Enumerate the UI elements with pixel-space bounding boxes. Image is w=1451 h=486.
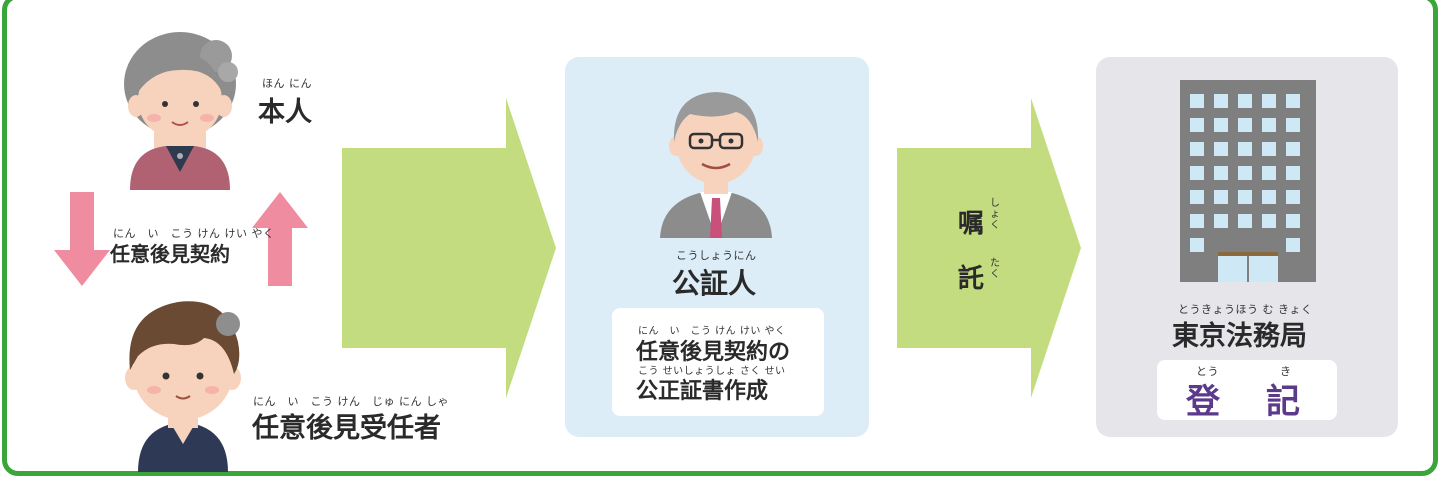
bureau-label: 東京法務局 [1172, 321, 1307, 352]
contract-label: 任意後見契約 [110, 242, 230, 266]
notary-task-line-2: 公正証書作成 [636, 379, 769, 404]
notary-task-ruby-1: にん い こう けん けい やく [638, 326, 786, 337]
bureau-ruby: とうきょうほう む きょく [1178, 303, 1313, 316]
registration-char-2: 記 [1266, 382, 1300, 422]
notary-label: 公証人 [672, 267, 757, 300]
down-arrow-icon [54, 192, 110, 286]
contract-ruby: にん い こう けん けい やく [113, 227, 275, 240]
guardian-avatar-icon [125, 301, 241, 472]
entrust-ruby-2: たく [990, 258, 1001, 280]
registration-ruby-2: き [1280, 365, 1292, 378]
notary-task-ruby-2: こう せいしょうしょ さく せい [638, 366, 786, 377]
entrust-char-2: 託 [958, 264, 985, 294]
principal-ruby: ほん にん [262, 77, 312, 90]
entrust-ruby-1: しょく [990, 198, 1001, 231]
building-icon [1180, 80, 1316, 282]
principal-avatar-icon [124, 32, 238, 190]
flow-arrow-1 [342, 98, 556, 398]
notary-task-line-1: 任意後見契約の [636, 340, 791, 365]
notary-avatar-icon [660, 92, 772, 238]
guardian-ruby: にん い こう けん じゅ にん しゃ [253, 395, 449, 408]
notary-task-box [612, 308, 824, 416]
notary-ruby: こうしょうにん [676, 249, 757, 262]
principal-label: 本人 [258, 97, 312, 128]
registration-char-1: 登 [1186, 382, 1220, 422]
flow-arrow-2 [897, 98, 1081, 398]
registration-ruby-1: とう [1196, 365, 1219, 378]
guardian-label: 任意後見受任者 [252, 413, 441, 444]
registration-box [1157, 360, 1337, 420]
entrust-char-1: 嘱 [958, 209, 985, 239]
up-arrow-icon [252, 192, 308, 286]
